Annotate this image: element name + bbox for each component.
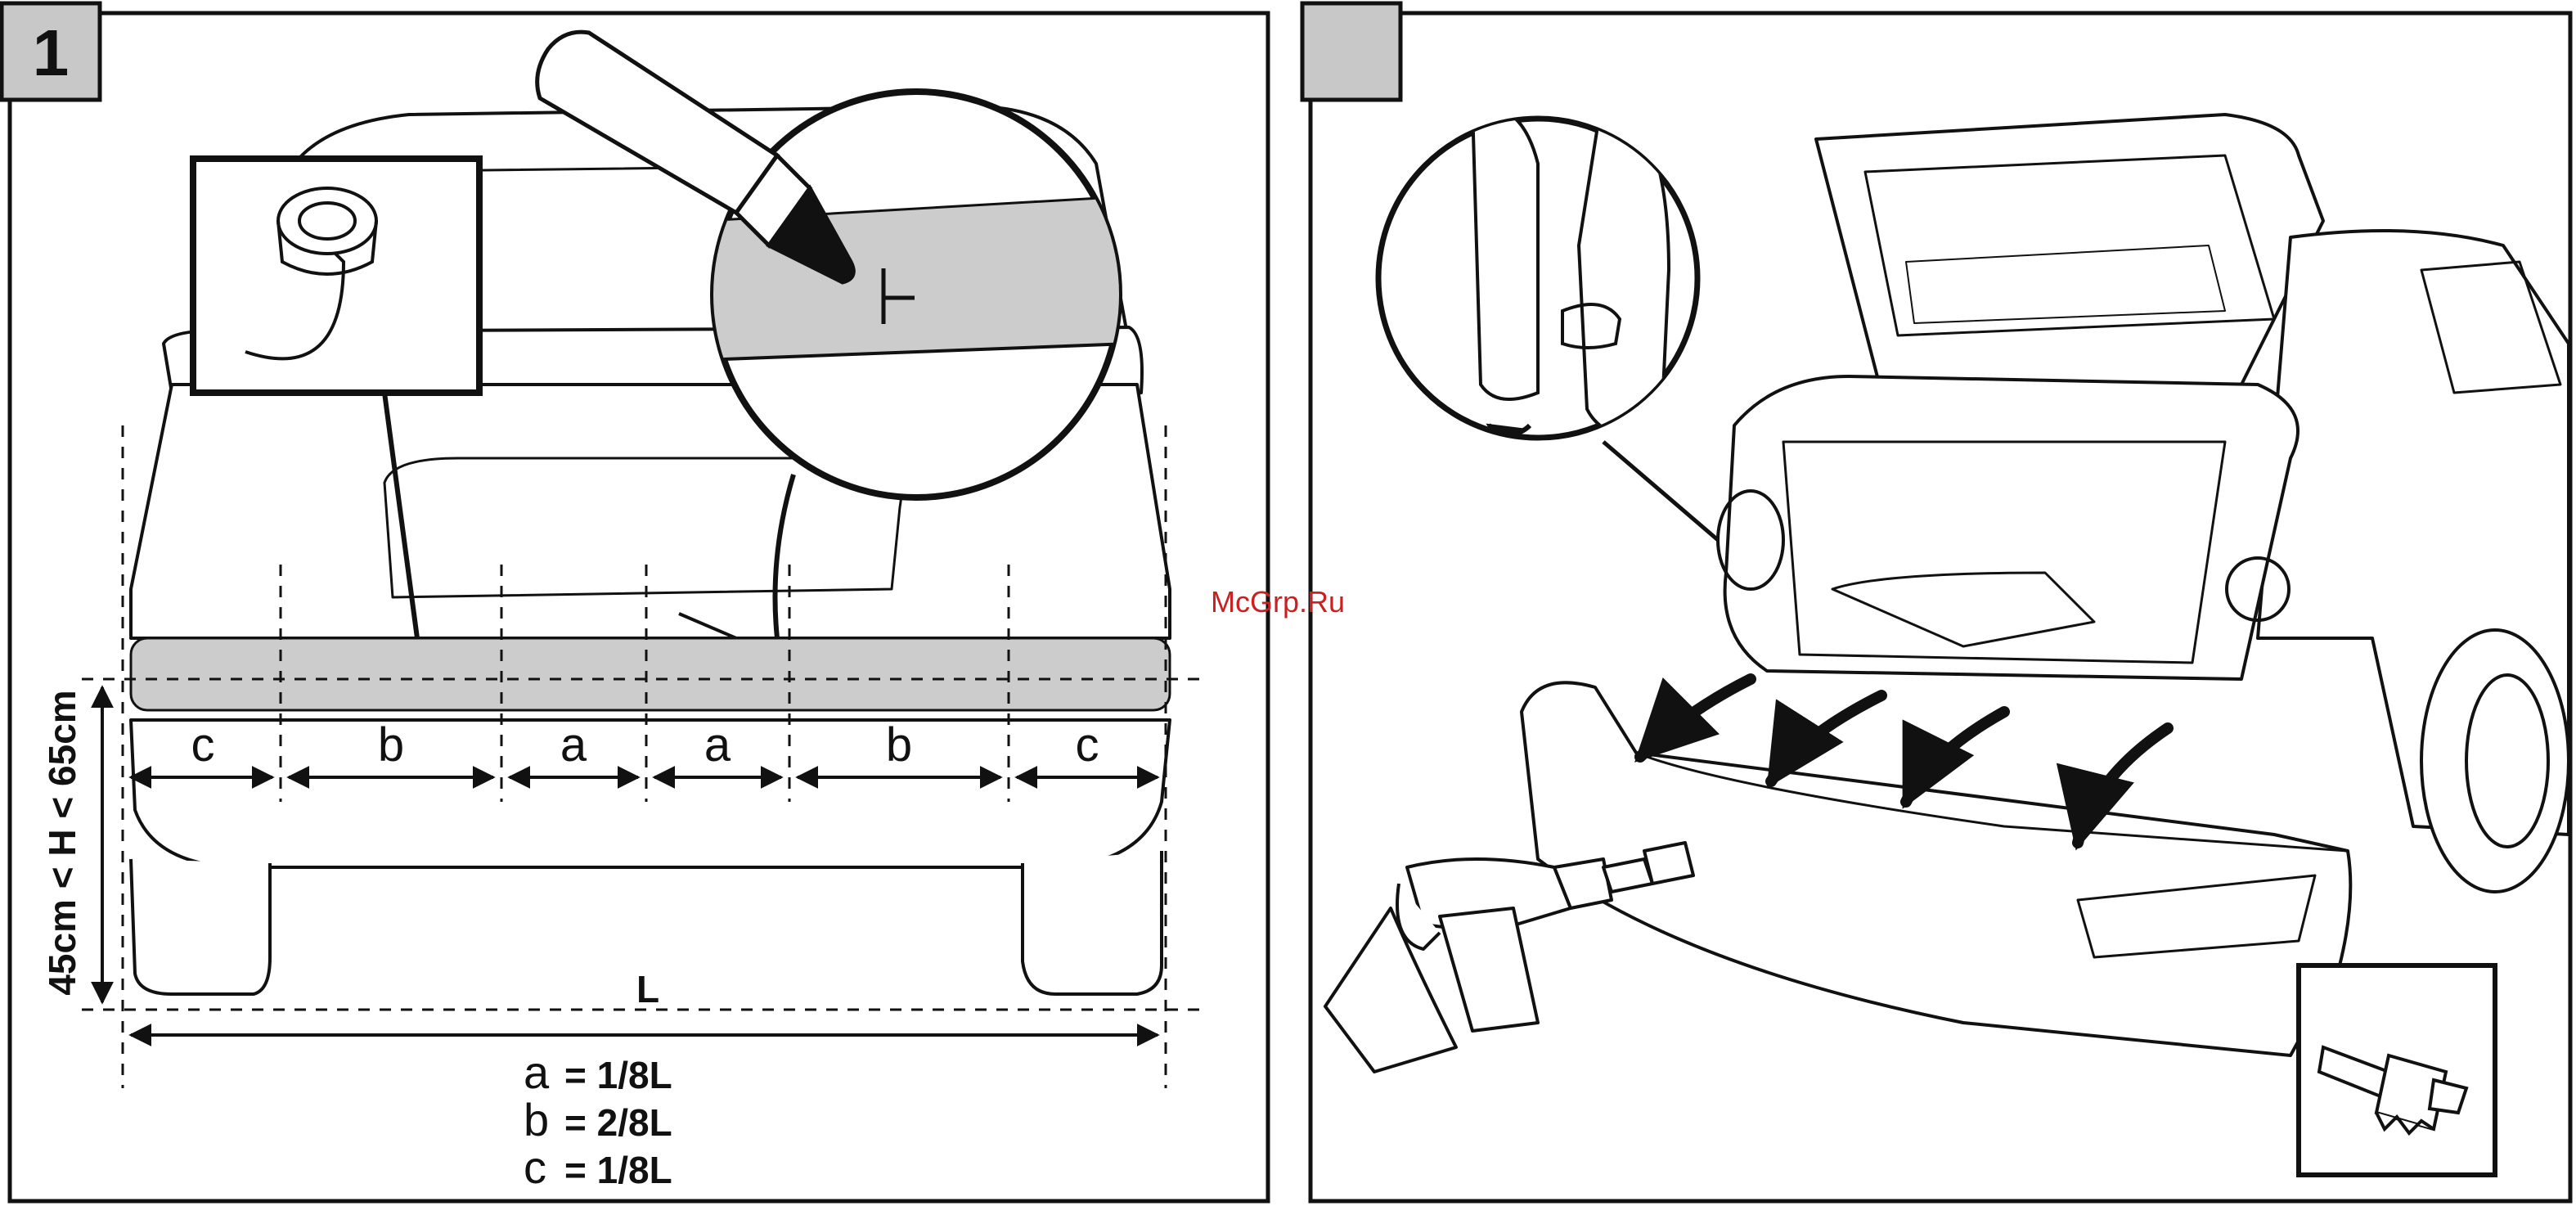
step-badge-empty — [1302, 3, 1400, 100]
segment-label-a-right: a — [704, 718, 731, 772]
segment-label-c-right: c — [1076, 718, 1099, 772]
hole-saw-inset — [2299, 965, 2495, 1175]
formula-list: a = 1/8L b = 2/8L c = 1/8L — [524, 1046, 672, 1193]
segment-label-a-left: a — [560, 718, 587, 772]
step-number: 1 — [33, 16, 70, 89]
height-label: 45cm < H < 65cm — [41, 690, 83, 995]
width-label: L — [636, 968, 659, 1010]
masking-tape-band — [131, 638, 1170, 710]
formula-c-var: c — [524, 1141, 546, 1193]
formula-b-var: b — [524, 1094, 549, 1145]
panel-left: 1 — [2, 3, 1268, 1201]
segment-label-c-left: c — [191, 718, 215, 772]
segment-label-b-left: b — [378, 718, 404, 772]
watermark: McGrp.Ru — [1211, 585, 1345, 619]
segment-label-b-right: b — [886, 718, 912, 772]
panel-right — [1302, 3, 2570, 1201]
formula-b-expr: = 2/8L — [564, 1101, 672, 1144]
formula-a-var: a — [524, 1046, 550, 1098]
formula-a-expr: = 1/8L — [564, 1054, 672, 1096]
step-badge: 1 — [2, 3, 100, 100]
formula-c-expr: = 1/8L — [564, 1149, 672, 1191]
